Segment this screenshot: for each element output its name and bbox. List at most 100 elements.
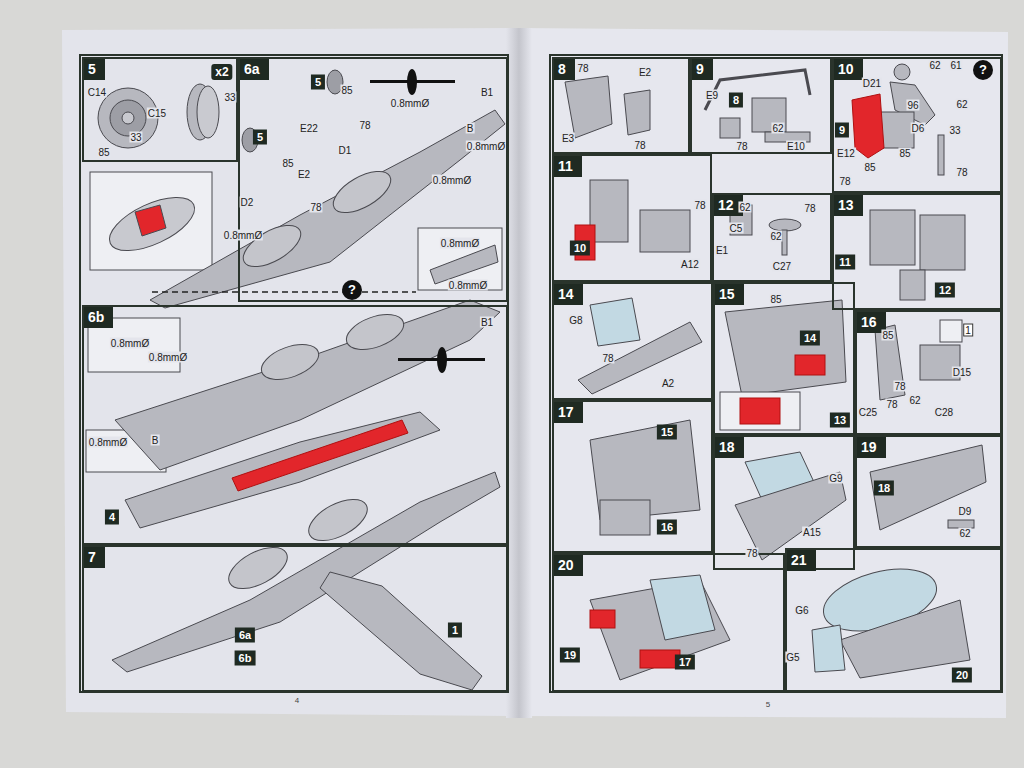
subassembly-callout: 13 [830,413,850,428]
part-number: G9 [828,473,843,484]
page-number: 5 [765,699,771,710]
step-number: 9 [692,59,713,80]
part-number: 0.8mmØ [440,238,480,249]
subassembly-callout: 5 [311,75,325,90]
part-number: 78 [893,381,906,392]
part-number: D2 [240,197,255,208]
part-number: 33 [129,132,142,143]
part-number: A12 [680,259,700,270]
callout-number: 11 [839,256,851,268]
quantity-tag: x2 [211,64,232,80]
part-number: 62 [928,60,941,71]
part-number: 78 [838,176,851,187]
callout-number: 13 [834,414,846,426]
callout-number: 14 [804,332,816,344]
part-number: D21 [862,78,882,89]
callout-number: 6a [239,629,251,641]
step-number: 7 [84,547,105,568]
part-number: C5 [729,223,744,234]
part-number: 0.8mmØ [88,437,128,448]
step-number: 14 [554,284,583,305]
subassembly-callout: 18 [874,481,894,496]
part-number: G6 [794,605,809,616]
subassembly-callout: 12 [935,283,955,298]
part-number: 85 [881,330,894,341]
part-number: B [466,123,475,134]
step-panel: 131112 [832,193,1002,310]
part-number: 78 [309,202,322,213]
step-number: 6a [240,59,269,80]
step-number: 20 [554,555,583,576]
part-number: C28 [934,407,954,418]
part-number: E9 [705,90,719,101]
question-mark-badge: ? [342,280,362,300]
part-number: 62 [769,231,782,242]
callout-number: ? [348,282,356,297]
part-number: 62 [908,395,921,406]
subassembly-callout: 14 [800,331,820,346]
part-number: G8 [568,315,583,326]
part-number: D1 [338,145,353,156]
callout-number: 5 [257,131,263,143]
step-panel: 98 [690,57,832,154]
part-number: G5 [785,652,800,663]
part-number: 78 [693,200,706,211]
subassembly-callout: 15 [657,425,677,440]
part-number: A2 [661,378,675,389]
part-number: E3 [561,133,575,144]
subassembly-callout: 17 [675,655,695,670]
step-panel: 15 14 13 [713,282,855,435]
subassembly-callout: 6a [235,628,255,643]
part-number: 62 [738,202,751,213]
part-number: 78 [745,548,758,559]
callout-number: 5 [315,76,321,88]
callout-number: 15 [661,426,673,438]
callout-number: 12 [939,284,951,296]
part-number: D6 [911,123,926,134]
callout-number: 6b [239,652,252,664]
part-number: 78 [633,140,646,151]
part-number: C15 [147,108,167,119]
subassembly-callout: 5 [253,130,267,145]
part-number: E2 [638,67,652,78]
part-number: 78 [955,167,968,178]
step-number: 6b [84,307,113,328]
part-number: E22 [299,123,319,134]
callout-number: 19 [564,649,576,661]
part-number: E2 [297,169,311,180]
step-panel: 17 15 16 [552,400,713,553]
part-number: 33 [223,92,236,103]
part-number: 78 [735,141,748,152]
step-number: 17 [554,402,583,423]
part-number: 0.8mmØ [110,338,150,349]
subassembly-callout: 8 [729,93,743,108]
part-number: 85 [863,162,876,173]
step-number: 19 [857,437,886,458]
part-number: 78 [601,353,614,364]
part-number: 0.8mmØ [466,141,506,152]
part-number: 85 [97,147,110,158]
question-mark-badge: ? [973,60,993,80]
part-number: C27 [772,261,792,272]
callout-number: 16 [661,521,673,533]
step-panel: 21 20 [785,548,1002,692]
subassembly-callout: 6b [235,651,256,666]
part-number: 1 [963,324,973,337]
part-number: 0.8mmØ [148,352,188,363]
step-panel: 20 19 17 [552,553,785,692]
callout-number: 20 [956,669,968,681]
part-number: B1 [480,87,494,98]
subassembly-callout: 11 [835,255,855,270]
part-number: 85 [769,294,782,305]
callout-number: 4 [109,511,115,523]
part-number: D9 [958,506,973,517]
step-number: 21 [787,550,816,571]
part-number: 0.8mmØ [432,175,472,186]
part-number: 62 [771,123,784,134]
subassembly-callout: 1 [448,623,462,638]
part-number: 0.8mmØ [390,98,430,109]
part-number: 85 [281,158,294,169]
subassembly-callout: 20 [952,668,972,683]
step-number: 15 [715,284,744,305]
part-number: 78 [885,399,898,410]
